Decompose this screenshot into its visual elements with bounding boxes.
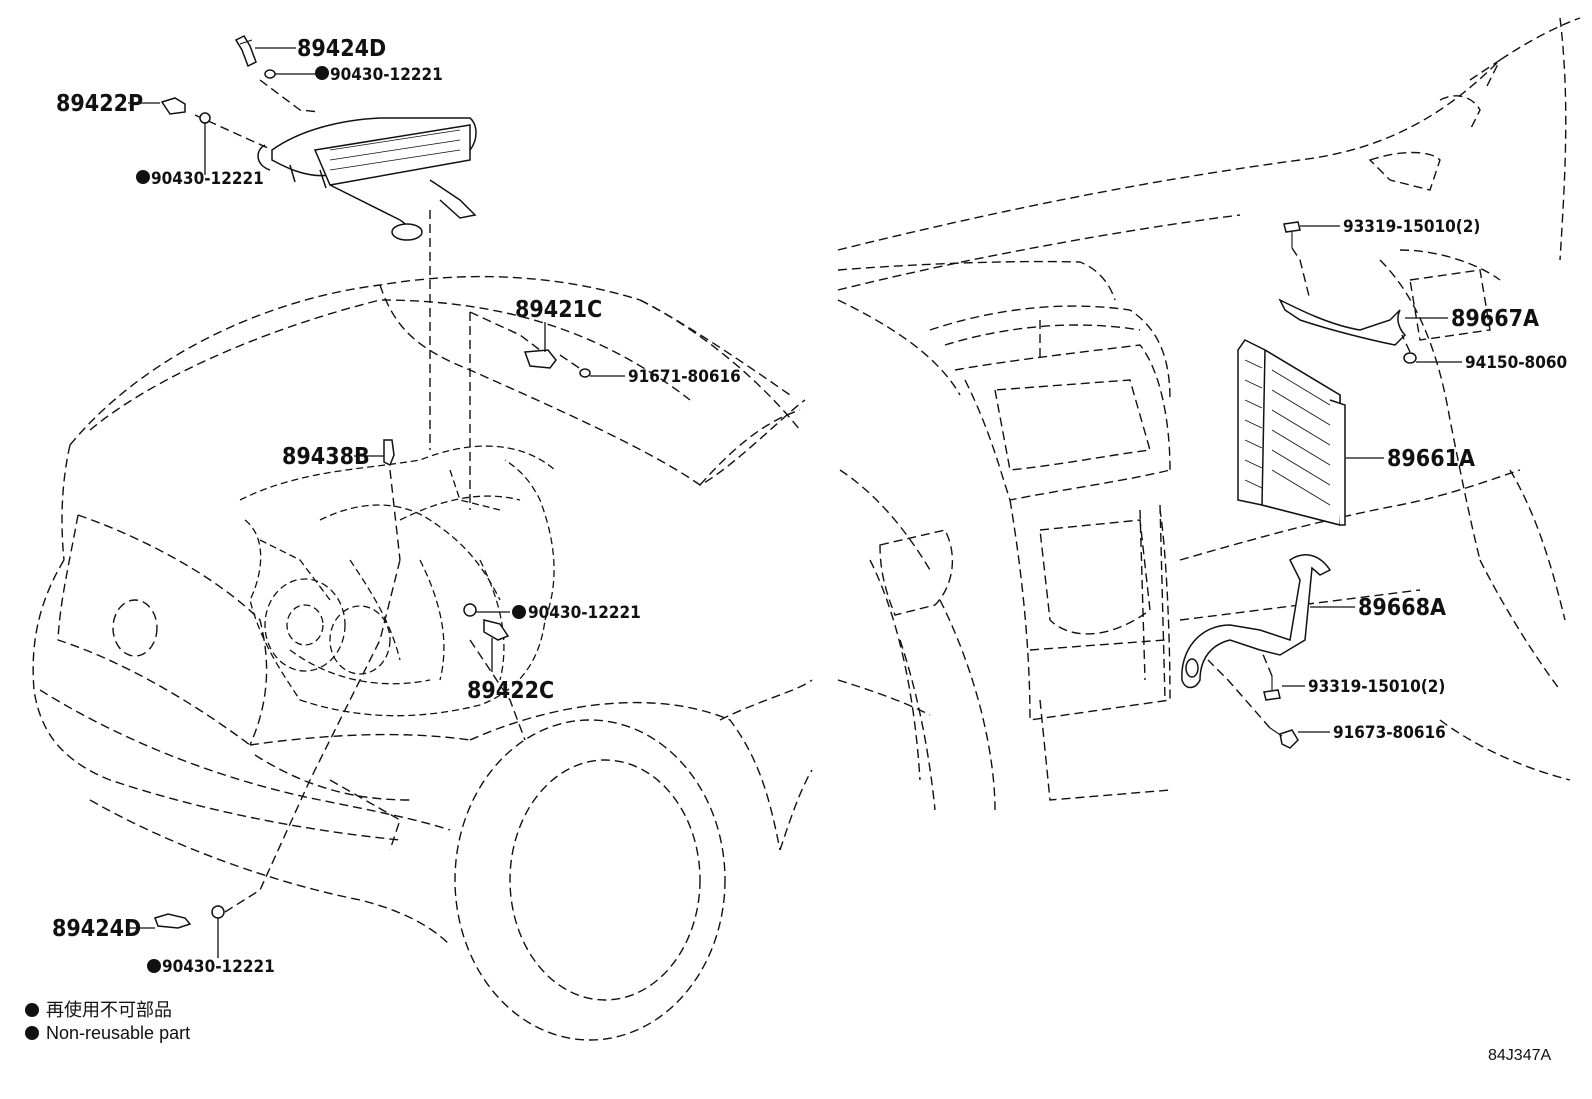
part-label-89422C: 89422C xyxy=(467,678,554,704)
gasket-89422P xyxy=(199,112,211,124)
sensor-89422C xyxy=(483,619,510,641)
part-label-89421C: 89421C xyxy=(515,297,602,323)
nut-94150 xyxy=(1403,352,1417,364)
dashboard-illustration xyxy=(837,17,1581,811)
part-label-89438B: 89438B xyxy=(282,444,370,470)
gasket-89422C xyxy=(463,603,477,617)
engine-sketch xyxy=(239,445,556,717)
legend-japanese: 再使用不可部品 xyxy=(46,1000,172,1020)
gasket-bottom xyxy=(211,905,225,919)
non-reusable-dot xyxy=(147,959,161,973)
sensor-89422P xyxy=(160,97,186,115)
sensor-89421C xyxy=(523,349,557,369)
non-reusable-dot xyxy=(512,605,526,619)
leader-lines xyxy=(126,47,1462,958)
part-label-89422P: 89422P xyxy=(56,91,143,117)
legend: 再使用不可部品 Non-reusable part xyxy=(25,1000,190,1043)
part-label-91673: 91673-80616 xyxy=(1333,723,1446,743)
intake-part xyxy=(257,117,477,241)
part-label-89667A: 89667A xyxy=(1451,306,1539,332)
vehicle-front-illustration xyxy=(32,275,813,1041)
part-label-89424D-bottom: 89424D xyxy=(52,916,141,942)
non-reusable-dot xyxy=(136,170,150,184)
part-label-90430-d: 90430-12221 xyxy=(162,957,275,977)
diagram-code: 84J347A xyxy=(1488,1047,1551,1064)
part-label-90430-a: 90430-12221 xyxy=(330,65,443,85)
part-label-91671: 91671-80616 xyxy=(628,367,741,387)
part-label-94150: 94150-8060 xyxy=(1465,353,1567,373)
part-label-93319-bottom: 93319-15010(2) xyxy=(1308,677,1445,697)
bolt-93319-top xyxy=(1283,221,1301,248)
bolt-91671 xyxy=(579,368,591,378)
bolt-93319-bottom xyxy=(1263,676,1281,701)
sensor-89438B xyxy=(383,439,395,467)
part-label-89424D-top: 89424D xyxy=(297,36,386,62)
gasket-top xyxy=(264,69,276,79)
part-label-89661A: 89661A xyxy=(1387,446,1475,472)
part-label-90430-c: 90430-12221 xyxy=(528,603,641,623)
sensor-89424D-top xyxy=(234,35,257,68)
non-reusable-dot xyxy=(315,66,329,80)
bolt-91673 xyxy=(1269,727,1299,749)
sensor-89424D-bottom xyxy=(154,913,192,929)
legend-dot-en xyxy=(25,1026,39,1040)
part-label-90430-b: 90430-12221 xyxy=(151,169,264,189)
ecu-assembly xyxy=(1181,298,1407,689)
legend-english: Non-reusable part xyxy=(46,1023,190,1043)
legend-dot-jp xyxy=(25,1003,39,1017)
part-label-93319-top: 93319-15010(2) xyxy=(1343,217,1480,237)
part-label-89668A: 89668A xyxy=(1358,595,1446,621)
